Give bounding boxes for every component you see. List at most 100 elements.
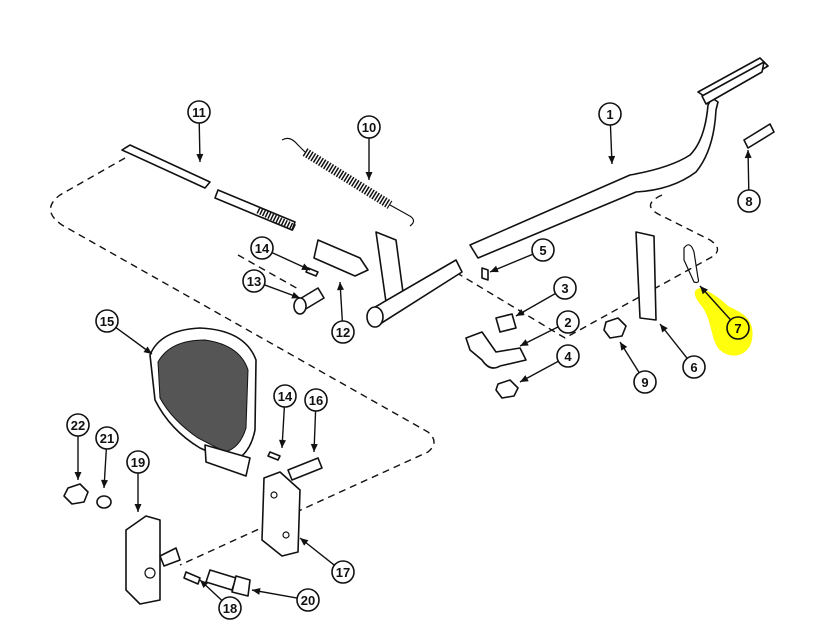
callout-circle [598, 102, 622, 126]
roll-pin-part [183, 571, 201, 585]
callout-number: 16 [309, 393, 323, 408]
bolt-part [205, 569, 251, 597]
assembly-dashed-outline [49, 157, 435, 566]
callout-c14a: 14 [250, 236, 274, 260]
callout-circle [95, 426, 119, 450]
callout-c17: 17 [331, 560, 355, 584]
callout-number: 8 [745, 194, 752, 209]
callout-circle [331, 320, 355, 344]
callout-number: 7 [734, 321, 741, 336]
callout-number: 15 [100, 314, 114, 329]
arrowhead-c12 [336, 282, 344, 291]
callout-c20: 20 [296, 588, 320, 612]
hex-nut-part [603, 317, 627, 339]
callout-number: 5 [539, 243, 546, 258]
arrowhead-c2 [520, 339, 529, 346]
arrowhead-c14b [278, 439, 286, 448]
callout-number: 10 [362, 120, 376, 135]
long-rod-part [121, 144, 297, 232]
callout-c19: 19 [126, 450, 150, 474]
callout-circle [556, 344, 580, 368]
callout-circle [273, 384, 297, 408]
callout-circle [556, 310, 580, 334]
arrowhead-c3 [516, 308, 525, 316]
arrowhead-c21 [100, 479, 108, 488]
callout-c6: 6 [682, 355, 706, 379]
callout-c4: 4 [556, 344, 580, 368]
callout-number: 3 [561, 281, 568, 296]
callout-number: 6 [690, 360, 697, 375]
arrowhead-c19 [134, 504, 142, 512]
callout-circle [737, 189, 761, 213]
callout-number: 18 [223, 601, 237, 616]
callout-circle [682, 355, 706, 379]
arrowhead-c4 [520, 375, 529, 382]
callout-number: 17 [336, 565, 350, 580]
callout-number: 2 [564, 315, 571, 330]
tension-spring-part [281, 137, 415, 227]
lever-rod-part [469, 57, 769, 259]
callout-number: 4 [564, 349, 572, 364]
callout-number: 14 [255, 241, 270, 256]
callout-circle [633, 370, 657, 394]
plate-part [261, 471, 301, 557]
callout-c22: 22 [66, 413, 90, 437]
arrowhead-c5 [490, 265, 499, 273]
arrowhead-c20 [252, 587, 261, 595]
lock-nut-part [495, 379, 519, 399]
callout-c9: 9 [633, 370, 657, 394]
callout-c15: 15 [95, 309, 119, 333]
callout-c13: 13 [242, 269, 266, 293]
arrowhead-c18 [200, 580, 209, 589]
arrowhead-c7 [700, 286, 708, 295]
callout-c1: 1 [598, 102, 622, 126]
hex-bolt-part [495, 313, 517, 333]
callout-circle [95, 309, 119, 333]
arrowhead-c22 [74, 472, 82, 480]
mounting-bracket-part [465, 331, 527, 369]
callout-number: 1 [606, 107, 613, 122]
notched-quadrant-part [635, 231, 657, 321]
callout-c18: 18 [218, 596, 242, 620]
callout-number: 22 [71, 418, 85, 433]
callout-circle [357, 115, 381, 139]
callout-number: 19 [131, 455, 145, 470]
arrowhead-c14a [301, 263, 310, 270]
callout-number: 13 [247, 274, 261, 289]
callout-c5: 5 [531, 238, 555, 262]
callout-circle [726, 316, 750, 340]
arrowhead-c6 [660, 324, 668, 333]
callout-c2: 2 [556, 310, 580, 334]
arrowhead-c9 [620, 342, 628, 351]
spring-pin-part [481, 267, 489, 281]
callout-circle [296, 588, 320, 612]
nut-part-22 [63, 483, 89, 505]
cotter-pin-part-lower [267, 451, 281, 461]
arrowhead-c11 [196, 153, 204, 162]
callout-c8: 8 [737, 189, 761, 213]
callout-circle [331, 560, 355, 584]
callout-c7: 7 [726, 316, 750, 340]
clevis-shaft-part [313, 231, 463, 328]
clevis-pin-part [293, 287, 325, 315]
bracket-part [125, 515, 181, 605]
callout-c21: 21 [95, 426, 119, 450]
arrowhead-c16 [310, 443, 318, 452]
callout-c11: 11 [187, 100, 211, 124]
callout-circle [531, 238, 555, 262]
callout-c16: 16 [304, 388, 328, 412]
brake-band-part [149, 327, 257, 477]
callout-number: 20 [301, 593, 315, 608]
callout-c12: 12 [331, 320, 355, 344]
arrowhead-c13 [291, 291, 300, 299]
callout-number: 12 [336, 325, 350, 340]
arrowhead-c8 [744, 150, 752, 159]
arrowhead-c15 [143, 346, 152, 354]
callout-circle [218, 596, 242, 620]
arrowhead-c10 [365, 172, 373, 180]
arrowhead-c1 [608, 155, 616, 164]
assembly-dashed-outline-right [451, 194, 719, 339]
callout-circle [304, 388, 328, 412]
